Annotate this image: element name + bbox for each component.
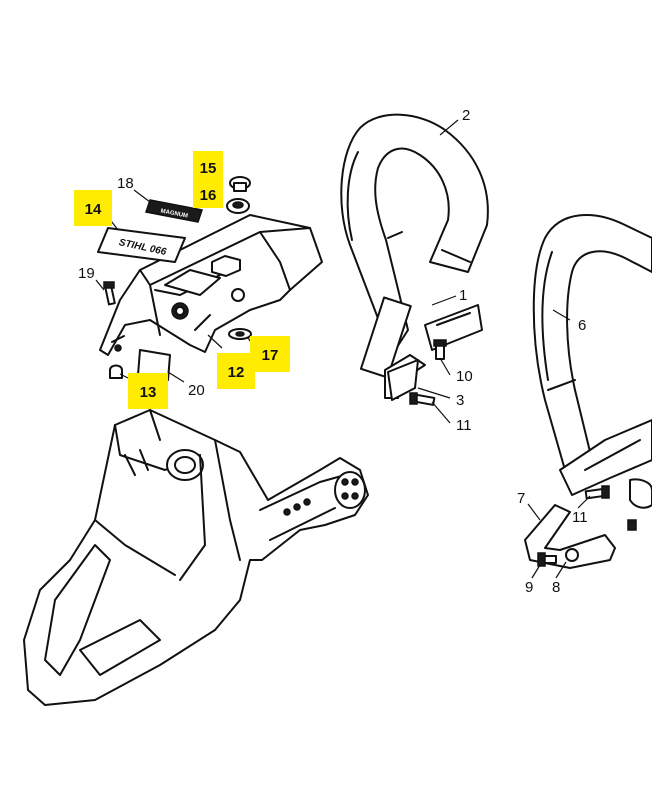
callout-10: 10 xyxy=(456,368,473,385)
handle-clamp xyxy=(384,339,447,406)
highlight-12 xyxy=(217,353,255,389)
magnum-badge: MAGNUM xyxy=(145,199,203,223)
callout-12: 12 xyxy=(228,364,245,381)
top-cover xyxy=(99,214,323,356)
crankcase-housing xyxy=(23,409,369,706)
model-decal: STIHL 066 xyxy=(97,227,186,263)
highlight-boxes xyxy=(74,151,290,409)
callout-14: 14 xyxy=(85,201,102,218)
highlight-14 xyxy=(74,190,112,226)
magnum-badge-text: MAGNUM xyxy=(160,208,188,219)
callout-11-rear: 11 xyxy=(572,509,588,526)
callout-17: 17 xyxy=(262,347,279,364)
callout-1: 1 xyxy=(459,287,467,304)
callout-6: 6 xyxy=(578,317,586,334)
highlight-13 xyxy=(128,373,168,409)
callout-9: 9 xyxy=(525,579,533,596)
callout-11-front: 11 xyxy=(456,417,472,434)
callout-7: 7 xyxy=(517,490,525,507)
callout-13: 13 xyxy=(140,384,157,401)
callout-15: 15 xyxy=(200,160,217,177)
callout-labels: 2 1 10 3 11 6 7 11 9 8 18 19 20 15 16 14… xyxy=(78,107,588,596)
highlight-17 xyxy=(250,336,290,372)
callout-3: 3 xyxy=(456,392,464,409)
callout-16: 16 xyxy=(200,187,217,204)
handle-bracket xyxy=(524,485,637,569)
small-parts xyxy=(103,176,252,381)
callout-8: 8 xyxy=(552,579,560,596)
highlight-15 xyxy=(193,151,223,181)
callout-2: 2 xyxy=(462,107,470,124)
callout-19: 19 xyxy=(78,265,95,282)
callout-20: 20 xyxy=(188,382,205,399)
callout-18: 18 xyxy=(117,175,134,192)
front-handle-bar xyxy=(340,113,489,379)
highlight-16 xyxy=(193,178,223,208)
rear-handle-bar xyxy=(532,214,652,509)
